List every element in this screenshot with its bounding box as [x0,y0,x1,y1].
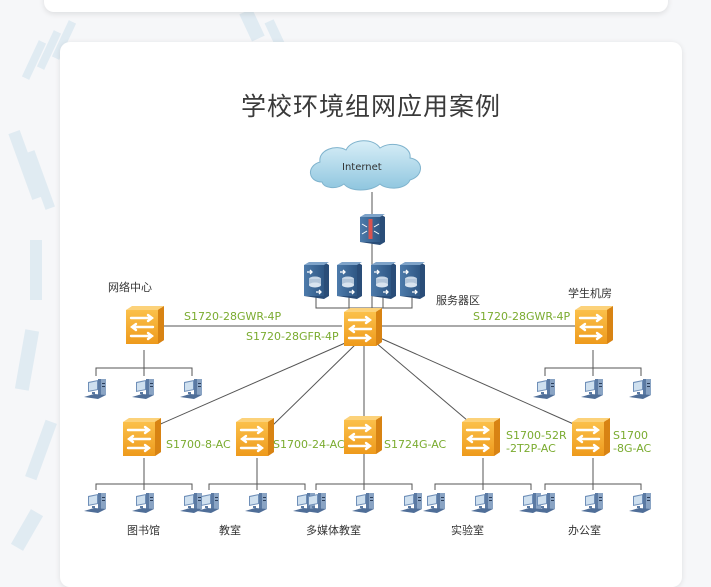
model-label-access-2: S1700-24-AC [273,438,345,451]
firewall-icon [360,214,385,245]
model-label-access-4b: -2T2P-AC [506,442,556,455]
server-icon [303,261,330,300]
link-core-access-4 [374,341,475,427]
model-label-access-1: S1700-8-AC [166,438,231,451]
computer-icon [629,379,651,399]
area-label-laboratory: 实验室 [451,524,484,537]
link-core-access-5 [379,337,579,427]
model-label-access-3: S1724G-AC [384,438,447,451]
access-switch-icon [460,416,502,458]
top-card [44,0,668,12]
access-switch-icon [570,416,612,458]
link-core-access-2 [271,341,359,427]
access-switch-icon [342,414,384,456]
area-label-server-zone: 服务器区 [436,294,480,307]
computer-icon [581,493,603,513]
computer-icon [533,379,555,399]
model-label-right: S1720-28GWR-4P [473,310,571,323]
computer-icon [84,379,106,399]
computer-icon [84,493,106,513]
model-label-left: S1720-28GWR-4P [184,310,282,323]
links [95,192,642,490]
model-label-access-5a: S1700 [613,429,648,442]
internet-cloud-icon [310,140,421,191]
area-label-network-center: 网络中心 [108,281,152,294]
server-icon [370,261,397,300]
area-label-multimedia: 多媒体教室 [306,524,361,537]
model-label-access-5b: -8G-AC [613,442,652,455]
computer-icon [180,379,202,399]
computer-icon [132,493,154,513]
computer-icon [629,493,651,513]
area-label-office: 办公室 [568,524,601,537]
area-label-library: 图书馆 [127,524,160,537]
area-label-student-lab: 学生机房 [568,287,612,300]
access-switch-icon [234,416,276,458]
model-label-access-4a: S1700-52R [506,429,567,442]
network-diagram [84,140,651,513]
computer-icon [581,379,603,399]
server-icon [336,261,363,300]
computer-icon [400,493,422,513]
core-switch-icon [342,306,384,348]
internet-label: Internet [342,162,382,173]
computer-icon [352,493,374,513]
diagram-card: 学校环境组网应用案例 [60,42,682,587]
computer-icon [180,493,202,513]
computer-icon [471,493,493,513]
computer-icon [132,379,154,399]
access-switch-icon [121,416,163,458]
diagram-title: 学校环境组网应用案例 [240,92,501,121]
right-switch-icon [573,304,615,346]
computer-icon [423,493,445,513]
model-label-core: S1720-28GFR-4P [246,330,339,343]
computer-icon [245,493,267,513]
link-core-access-1 [155,339,353,427]
server-icon [399,261,426,300]
link-servers-a [315,292,413,309]
area-label-classroom: 教室 [219,524,241,537]
left-switch-icon [124,304,166,346]
